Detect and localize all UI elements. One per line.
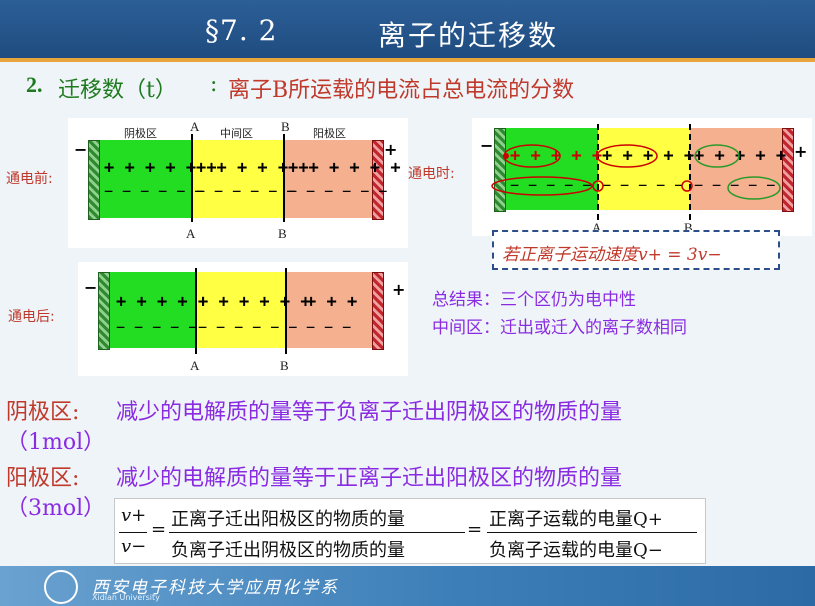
cathode-sign: −	[84, 278, 98, 297]
boundary-b	[689, 124, 691, 220]
diagram-during: − + + + + + + + + + + + + + + + + − − − …	[472, 118, 812, 236]
formula-rhs-numerator: 正离子运载的电量Q+	[489, 509, 663, 530]
boundary-b	[283, 134, 285, 222]
boundary-label-a: A	[186, 226, 196, 241]
neg-ions-cathode: − − − − − −	[104, 182, 204, 200]
anode-sign: +	[794, 142, 808, 161]
footer-bar	[0, 566, 815, 606]
boundary-a	[191, 134, 193, 222]
pos-ions-anode: + + +	[306, 292, 358, 312]
neg-ions-cathode: − − − − −	[116, 318, 198, 336]
boundary-a	[597, 124, 599, 220]
pos-ions-middle: + + + + + +	[196, 158, 309, 178]
diagram-before: 阴极区 中间区 阳极区 A B − + + + + + + + + + + + …	[68, 118, 408, 248]
subtitle-number: 2.	[26, 72, 43, 97]
summary-line-2: 中间区：迁出或迁入的离子数相同	[432, 318, 687, 338]
footer-english-name: Xidian University	[92, 593, 160, 602]
cathode-label: 阴极区:	[6, 400, 80, 425]
cathode-electrode	[98, 272, 110, 350]
zone-middle	[196, 272, 286, 348]
subtitle-term: 迁移数（t）	[58, 78, 177, 103]
boundary-label-b: B	[278, 226, 287, 241]
anode-electrode	[782, 128, 794, 212]
header-underline	[0, 58, 815, 62]
formula-eq-2: =	[467, 519, 483, 540]
formula-mid-numerator: 正离子迁出阳极区的物质的量	[171, 509, 405, 530]
migration-ellipses	[491, 144, 781, 200]
neg-ions-middle: − − − − −	[602, 176, 684, 194]
formula-eq-1: =	[151, 519, 167, 540]
boundary-label-a: A	[592, 220, 602, 235]
anode-sign: +	[384, 140, 398, 159]
anode-body: 减少的电解质的量等于正离子迁出阳极区的物质的量	[116, 466, 623, 491]
anode-sign: +	[392, 280, 406, 299]
speed-note: 若正离子运动速度v+ = 3v−	[502, 245, 722, 265]
zone-anode	[284, 140, 372, 218]
anode-electrode	[372, 272, 384, 350]
pos-ions-middle: + + + + + +	[198, 292, 311, 312]
neg-ions-cathode: − − − − −	[510, 176, 592, 194]
formula-box: v+ v− = 正离子迁出阳极区的物质的量 负离子迁出阴极区的物质的量 = 正离…	[114, 498, 706, 564]
anode-amount: （3mol）	[6, 496, 106, 521]
university-emblem-icon	[44, 570, 78, 604]
cathode-body: 减少的电解质的量等于负离子迁出阴极区的物质的量	[116, 400, 623, 425]
formula-lhs-bar	[119, 532, 147, 533]
boundary-a	[195, 268, 197, 354]
boundary-label-b-top: B	[281, 119, 290, 134]
zone-anode	[286, 272, 372, 348]
zone-cathode	[506, 128, 598, 210]
subtitle-definition: 离子B所运载的电流占总电流的分数	[228, 78, 575, 103]
neg-ions-anode: − − − − −	[694, 176, 776, 194]
anode-electrode	[372, 140, 384, 220]
zone-middle	[598, 128, 690, 210]
speed-note-box: 若正离子运动速度v+ = 3v−	[492, 230, 780, 270]
diagram-after: − + + + + + + + + + + + + + + + − − − − …	[78, 262, 408, 376]
zone-label-middle: 中间区	[220, 127, 253, 140]
pos-ions-cathode: + + + + + +	[104, 158, 217, 178]
pos-ions-middle: + + + + +	[602, 146, 695, 166]
page-title: 离子的迁移数	[378, 19, 559, 52]
pos-ions-anode: + + + + + +	[288, 158, 401, 178]
formula-lhs-numerator: v+	[121, 505, 147, 526]
cathode-sign: −	[74, 140, 88, 159]
formula-mid-bar	[169, 532, 465, 533]
formula-rhs-denominator: 负离子运载的电量Q−	[489, 540, 663, 561]
boundary-label-b: B	[280, 358, 289, 373]
anode-label: 阳极区:	[6, 466, 80, 491]
footer-school-name: 西安电子科技大学应用化学系	[92, 578, 339, 598]
zone-label-anode: 阳极区	[313, 127, 346, 140]
neg-ions-middle: − − − − − −	[198, 318, 298, 336]
subtitle-separator: :	[210, 72, 218, 97]
summary-line-1: 总结果：三个区仍为电中性	[432, 290, 636, 310]
phase-label-after: 通电后:	[8, 309, 55, 325]
neg-ions-anode: − − − − − −	[288, 182, 388, 200]
zone-label-cathode: 阴极区	[124, 127, 157, 140]
phase-label-before: 通电前:	[6, 171, 53, 187]
cathode-amount: （1mol）	[6, 430, 106, 455]
boundary-label-a-top: A	[190, 119, 200, 134]
zone-middle	[192, 140, 284, 218]
pos-ions-cathode: + + + + +	[116, 292, 209, 312]
section-number: §7. 2	[205, 14, 278, 47]
boundary-b	[285, 268, 287, 354]
boundary-label-a: A	[190, 358, 200, 373]
zone-cathode	[100, 140, 192, 218]
formula-lhs-denominator: v−	[121, 536, 147, 557]
boundary-label-b: B	[684, 220, 693, 235]
neg-ions-middle: − − − − − −	[196, 182, 296, 200]
pos-ions-anode: + + + + +	[694, 146, 787, 166]
formula-rhs-bar	[487, 532, 697, 533]
header-bar	[0, 0, 815, 58]
formula-mid-denominator: 负离子迁出阴极区的物质的量	[171, 540, 405, 561]
zone-cathode	[110, 272, 196, 348]
neg-ions-anode: − − −	[306, 318, 352, 336]
cathode-electrode	[88, 140, 100, 220]
cathode-sign: −	[480, 136, 494, 155]
phase-label-during: 通电时:	[408, 166, 455, 182]
